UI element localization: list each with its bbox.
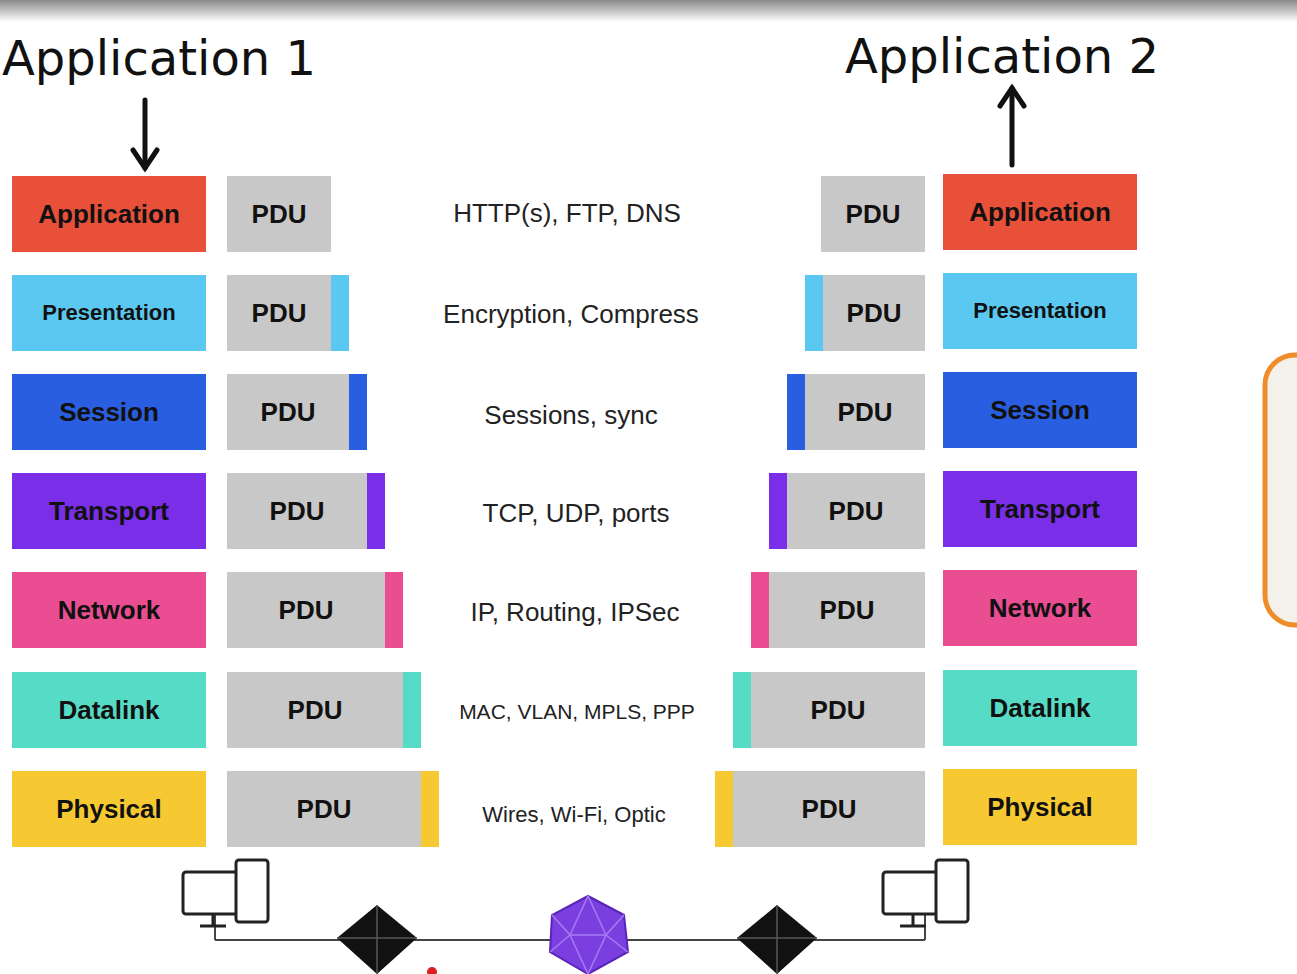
layer-box: Application bbox=[943, 174, 1137, 250]
protocol-note: IP, Routing, IPSec bbox=[470, 597, 679, 628]
protocol-note: MAC, VLAN, MPLS, PPP bbox=[459, 700, 695, 724]
pdu-box: PDU bbox=[715, 771, 925, 847]
layer-box: Network bbox=[12, 572, 206, 648]
layer-name: Transport bbox=[980, 494, 1100, 525]
layer-name: Session bbox=[59, 397, 159, 428]
layer-name: Application bbox=[969, 197, 1111, 228]
direction-arrows bbox=[133, 88, 1024, 168]
layer-name: Datalink bbox=[58, 695, 159, 726]
pdu-label: PDU bbox=[279, 595, 334, 626]
pdu-label: PDU bbox=[802, 794, 857, 825]
pdu-box: PDU bbox=[227, 572, 403, 648]
layer-box: Application bbox=[12, 176, 206, 252]
layer-name: Presentation bbox=[42, 300, 175, 326]
pdu-box: PDU bbox=[805, 275, 925, 351]
pdu-label: PDU bbox=[297, 794, 352, 825]
protocol-note: Sessions, sync bbox=[484, 400, 657, 431]
pdu-label: PDU bbox=[288, 695, 343, 726]
pdu-box: PDU bbox=[227, 275, 349, 351]
pdu-label: PDU bbox=[811, 695, 866, 726]
layer-name: Session bbox=[990, 395, 1090, 426]
cursor-dot bbox=[427, 967, 437, 974]
pdu-box: PDU bbox=[227, 672, 421, 748]
cloud-icosahedron bbox=[550, 896, 628, 974]
layer-box: Session bbox=[12, 374, 206, 450]
top-bar bbox=[0, 0, 1297, 22]
layer-name: Network bbox=[58, 595, 161, 626]
layer-box: Presentation bbox=[12, 275, 206, 351]
layer-name: Network bbox=[989, 593, 1092, 624]
app-title: Application 1 bbox=[2, 30, 316, 86]
pdu-box: PDU bbox=[227, 374, 367, 450]
layer-name: Physical bbox=[56, 794, 162, 825]
pdu-box: PDU bbox=[821, 176, 925, 252]
layer-box: Physical bbox=[12, 771, 206, 847]
pdu-label: PDU bbox=[261, 397, 316, 428]
layer-name: Physical bbox=[987, 792, 1093, 823]
layer-box: Transport bbox=[943, 471, 1137, 547]
layer-box: Transport bbox=[12, 473, 206, 549]
pdu-box: PDU bbox=[227, 176, 331, 252]
protocol-note: Encryption, Compress bbox=[443, 299, 699, 330]
pdu-label: PDU bbox=[847, 298, 902, 329]
pdu-box: PDU bbox=[751, 572, 925, 648]
layer-name: Application bbox=[38, 199, 180, 230]
pdu-box: PDU bbox=[227, 473, 385, 549]
pdu-box: PDU bbox=[227, 771, 439, 847]
pdu-label: PDU bbox=[820, 595, 875, 626]
pdu-box: PDU bbox=[733, 672, 925, 748]
router-icon bbox=[737, 905, 817, 974]
layer-name: Datalink bbox=[989, 693, 1090, 724]
pdu-box: PDU bbox=[769, 473, 925, 549]
router-icon bbox=[337, 905, 417, 974]
pdu-label: PDU bbox=[838, 397, 893, 428]
layer-box: Datalink bbox=[12, 672, 206, 748]
layer-box: Datalink bbox=[943, 670, 1137, 746]
pdu-label: PDU bbox=[846, 199, 901, 230]
computer-icon bbox=[183, 860, 268, 926]
layer-box: Physical bbox=[943, 769, 1137, 845]
pdu-label: PDU bbox=[270, 496, 325, 527]
webcam-frame bbox=[1265, 355, 1297, 625]
pdu-label: PDU bbox=[829, 496, 884, 527]
pdu-label: PDU bbox=[252, 298, 307, 329]
layer-box: Presentation bbox=[943, 273, 1137, 349]
pdu-box: PDU bbox=[787, 374, 925, 450]
layer-box: Session bbox=[943, 372, 1137, 448]
app-title: Application 2 bbox=[845, 28, 1159, 84]
layer-name: Presentation bbox=[973, 298, 1106, 324]
pdu-label: PDU bbox=[252, 199, 307, 230]
layer-name: Transport bbox=[49, 496, 169, 527]
protocol-note: Wires, Wi-Fi, Optic bbox=[482, 802, 665, 828]
protocol-note: HTTP(s), FTP, DNS bbox=[453, 198, 681, 229]
computer-icon bbox=[883, 860, 968, 926]
layer-box: Network bbox=[943, 570, 1137, 646]
protocol-note: TCP, UDP, ports bbox=[483, 498, 670, 529]
